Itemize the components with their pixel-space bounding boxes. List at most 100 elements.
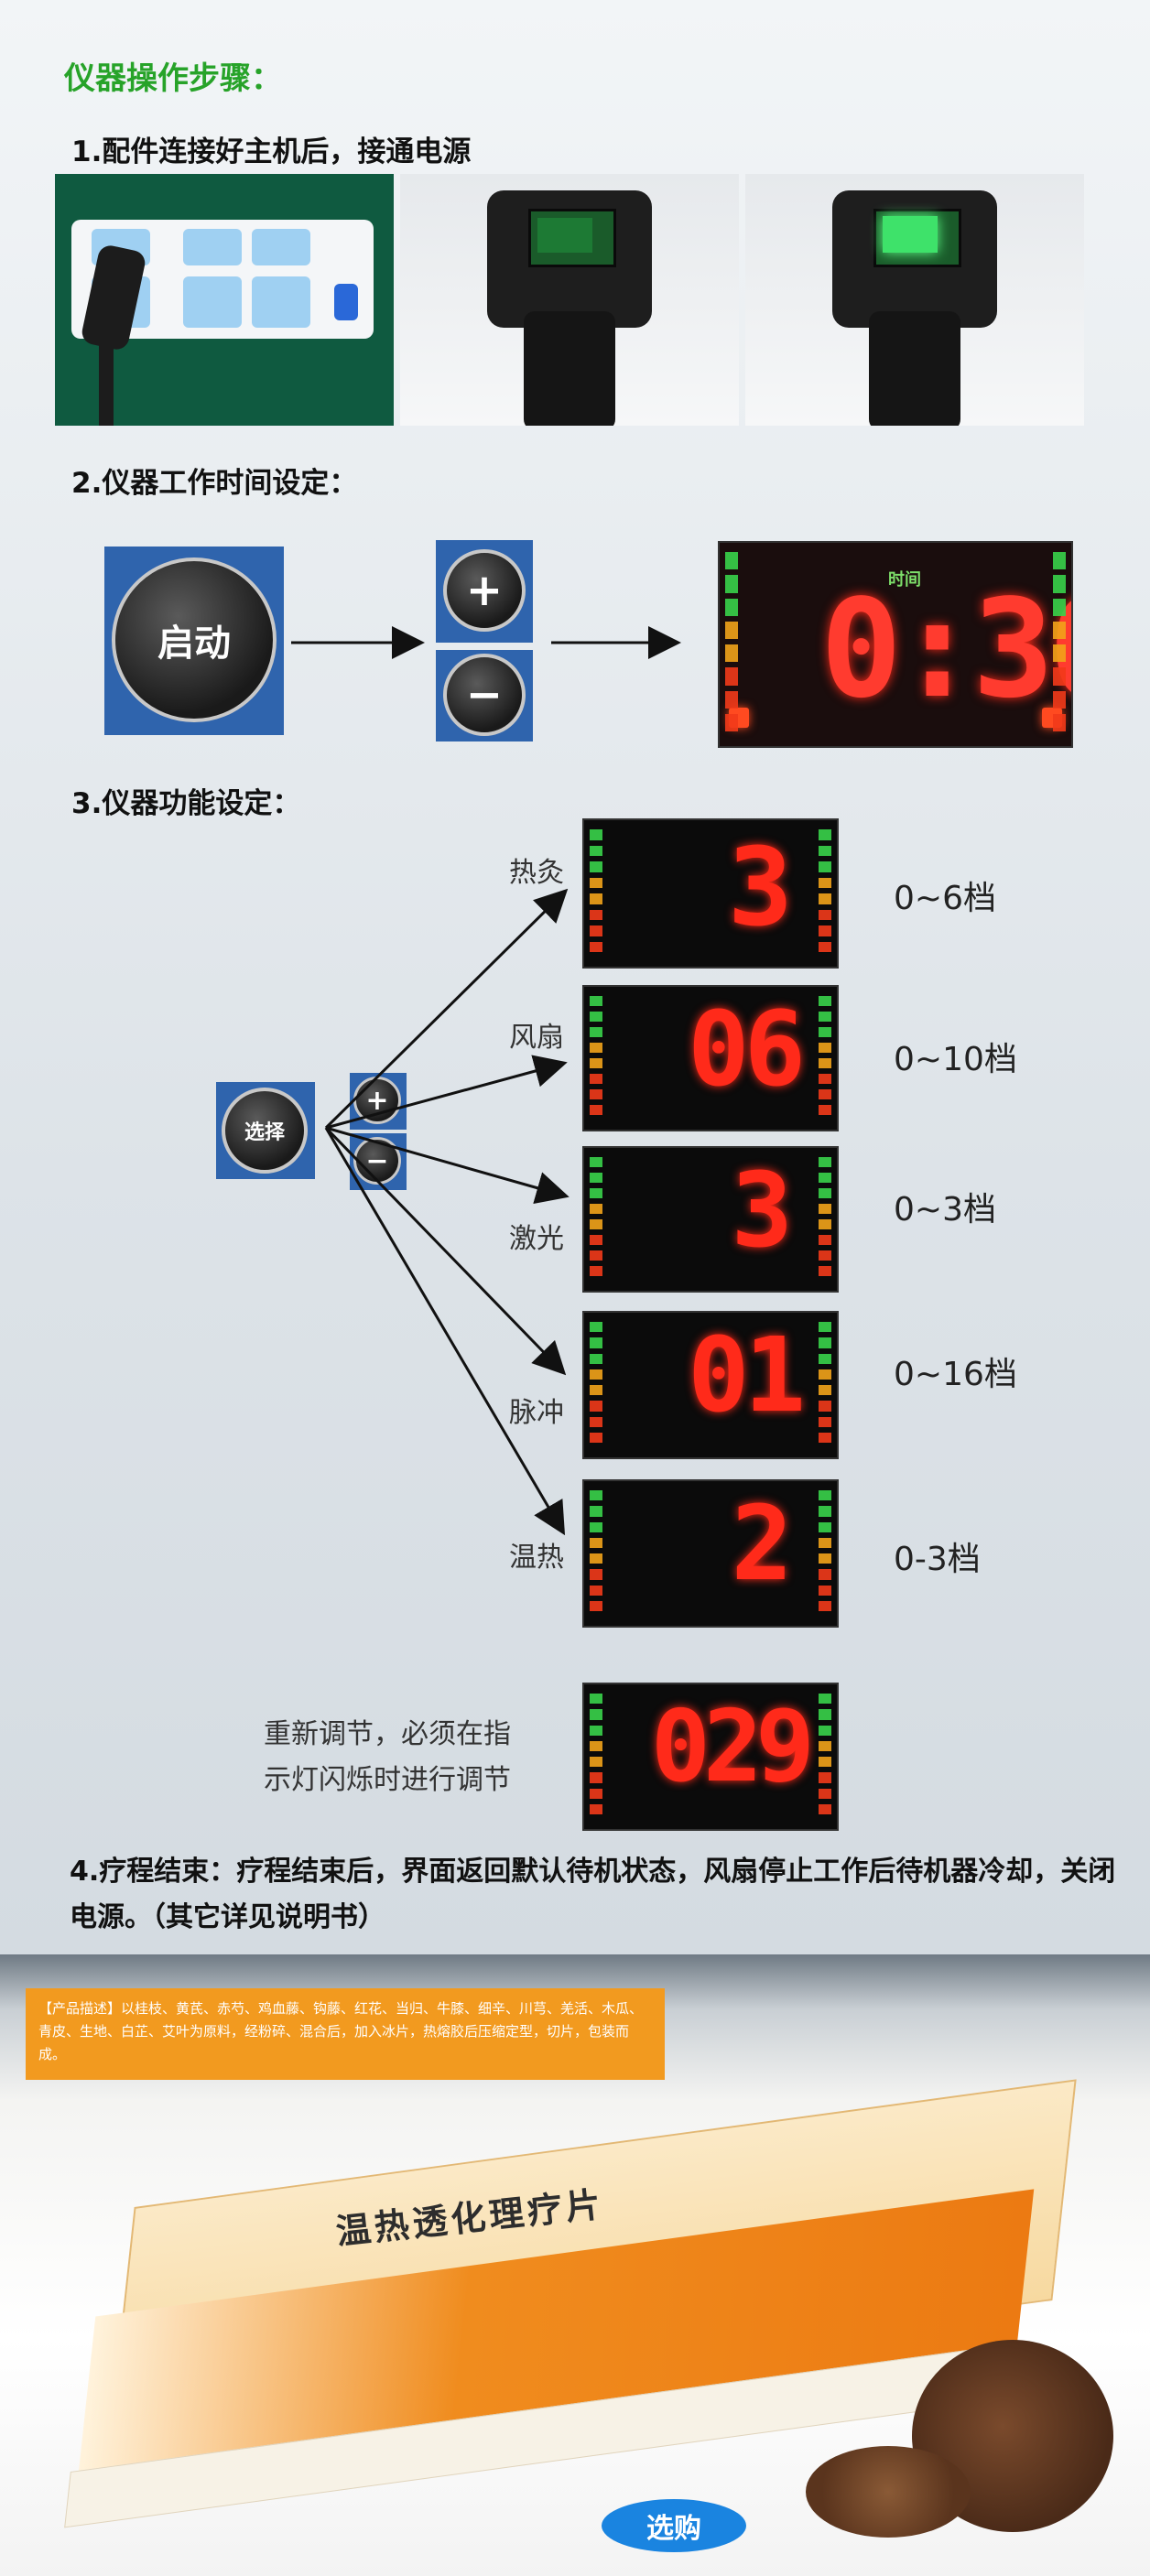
lcd-level-segment bbox=[819, 1337, 831, 1348]
buy-button[interactable]: 选购 bbox=[602, 2499, 746, 2552]
lcd-level-segment bbox=[819, 1235, 831, 1245]
lcd-level-segment bbox=[590, 996, 602, 1006]
lcd-level-segment bbox=[819, 1772, 831, 1783]
lcd-level-segment bbox=[590, 1105, 602, 1115]
lcd-level-segment bbox=[590, 1725, 602, 1736]
lcd-level-segment bbox=[819, 1694, 831, 1705]
lcd-level-segment bbox=[590, 1012, 602, 1022]
lcd-level-segment bbox=[725, 575, 738, 593]
lcd-level-segment bbox=[819, 1369, 831, 1380]
lcd-level-segment bbox=[725, 667, 738, 686]
lcd-level-segment bbox=[590, 1432, 602, 1443]
lcd-level-segment bbox=[819, 1553, 831, 1564]
lcd-level-segment bbox=[725, 690, 738, 709]
lcd-level-segment bbox=[819, 1058, 831, 1068]
lcd-level-segment bbox=[590, 1385, 602, 1396]
lcd-level-segment bbox=[590, 1089, 602, 1099]
minus-button-image: − bbox=[436, 650, 533, 741]
lcd-level-segment bbox=[1053, 690, 1066, 709]
mode-label-2: 风扇 bbox=[509, 1022, 564, 1054]
lcd-level-segment bbox=[1053, 598, 1066, 616]
lcd-level-segment bbox=[819, 1074, 831, 1084]
lcd-level-segment bbox=[819, 1521, 831, 1532]
lcd-level-segment bbox=[1053, 575, 1066, 593]
adjust-note: 重新调节，必须在指 示灯闪烁时进行调节 bbox=[264, 1712, 511, 1803]
mode-label-3: 激光 bbox=[509, 1223, 564, 1255]
lcd-level-segment bbox=[590, 1043, 602, 1053]
lcd-level-segment bbox=[725, 598, 738, 616]
lcd-level-segment bbox=[590, 861, 602, 872]
lcd-level-segment bbox=[819, 1757, 831, 1768]
lcd-level-segment bbox=[819, 1250, 831, 1261]
lcd-level-segment bbox=[590, 1058, 602, 1068]
arrow-to-mode-4 bbox=[324, 1126, 567, 1376]
lcd-level-segment bbox=[819, 1219, 831, 1229]
lcd-level-segment bbox=[819, 1416, 831, 1427]
adjust-note-line-2: 示灯闪烁时进行调节 bbox=[264, 1764, 511, 1796]
mode-range-3: 0~3档 bbox=[894, 1191, 996, 1228]
lcd-level-segment bbox=[590, 1506, 602, 1517]
lcd-level-segment bbox=[590, 1188, 602, 1198]
lcd-level-segment bbox=[819, 1725, 831, 1736]
lcd-level-segment bbox=[819, 1709, 831, 1720]
lcd-level-segment bbox=[819, 1105, 831, 1115]
lcd-level-segment bbox=[819, 1322, 831, 1333]
lcd-level-segment bbox=[590, 1600, 602, 1611]
time-display: 时间 0:30 bbox=[718, 541, 1073, 748]
lcd-level-segment bbox=[590, 1219, 602, 1229]
lcd-level-segment bbox=[1053, 644, 1066, 663]
lcd-level-segment bbox=[725, 552, 738, 570]
lcd-level-segment bbox=[819, 1043, 831, 1053]
note-display-value: 029 bbox=[650, 1690, 815, 1804]
lcd-level-segment bbox=[819, 1788, 831, 1799]
lcd-level-segment bbox=[590, 1537, 602, 1548]
lcd-level-segment bbox=[590, 1353, 602, 1364]
arrow-to-mode-1 bbox=[324, 888, 569, 1130]
lcd-level-segment bbox=[819, 1188, 831, 1198]
lcd-level-segment bbox=[819, 1432, 831, 1443]
lcd-level-segment bbox=[819, 1012, 831, 1022]
lcd-level-segment bbox=[590, 1553, 602, 1564]
mode-label-4: 脉冲 bbox=[509, 1397, 564, 1429]
lcd-level-segment bbox=[590, 1337, 602, 1348]
lcd-level-segment bbox=[819, 1157, 831, 1167]
power-strip-photo bbox=[55, 174, 394, 426]
note-display: 029 bbox=[582, 1683, 839, 1831]
lcd-level-segment bbox=[590, 1322, 602, 1333]
lcd-level-segment bbox=[819, 1585, 831, 1596]
select-button-image: 选择 bbox=[216, 1082, 315, 1179]
lcd-level-segment bbox=[819, 1490, 831, 1501]
mode-range-4: 0~16档 bbox=[894, 1356, 1017, 1393]
lcd-level-segment bbox=[725, 644, 738, 663]
lcd-level-segment bbox=[590, 1074, 602, 1084]
lcd-level-segment bbox=[590, 1740, 602, 1751]
lcd-level-segment bbox=[819, 1385, 831, 1396]
step3-arrows bbox=[324, 888, 570, 1536]
step1-heading: 1.配件连接好主机后，接通电源 bbox=[71, 135, 472, 168]
lcd-level-segment bbox=[819, 996, 831, 1006]
lcd-level-segment bbox=[819, 1803, 831, 1814]
mode-display-4: 01 bbox=[582, 1311, 839, 1459]
lcd-level-segment bbox=[1053, 552, 1066, 570]
lcd-level-segment bbox=[819, 1204, 831, 1214]
select-plus-image: + bbox=[350, 1073, 407, 1130]
lcd-level-segment bbox=[590, 1250, 602, 1261]
adjust-note-line-1: 重新调节，必须在指 bbox=[264, 1718, 511, 1750]
lcd-level-segment bbox=[590, 1803, 602, 1814]
lcd-level-segment bbox=[590, 1401, 602, 1412]
mode-display-1: 3 bbox=[582, 818, 839, 969]
mode-display-5: 2 bbox=[582, 1479, 839, 1628]
lcd-level-segment bbox=[819, 1600, 831, 1611]
lcd-level-segment bbox=[819, 1173, 831, 1183]
start-button-image: 启动 bbox=[104, 547, 284, 735]
arrow-to-mode-5 bbox=[324, 1127, 566, 1536]
plus-button: + bbox=[443, 549, 526, 632]
lcd-level-segment bbox=[725, 713, 738, 731]
minus-button: − bbox=[443, 654, 526, 736]
product-tablet-side bbox=[806, 2446, 971, 2538]
start-button: 启动 bbox=[112, 557, 277, 722]
lcd-level-segment bbox=[590, 1157, 602, 1167]
mode-display-value-4: 01 bbox=[688, 1316, 806, 1435]
mode-display-value-2: 06 bbox=[688, 990, 806, 1109]
